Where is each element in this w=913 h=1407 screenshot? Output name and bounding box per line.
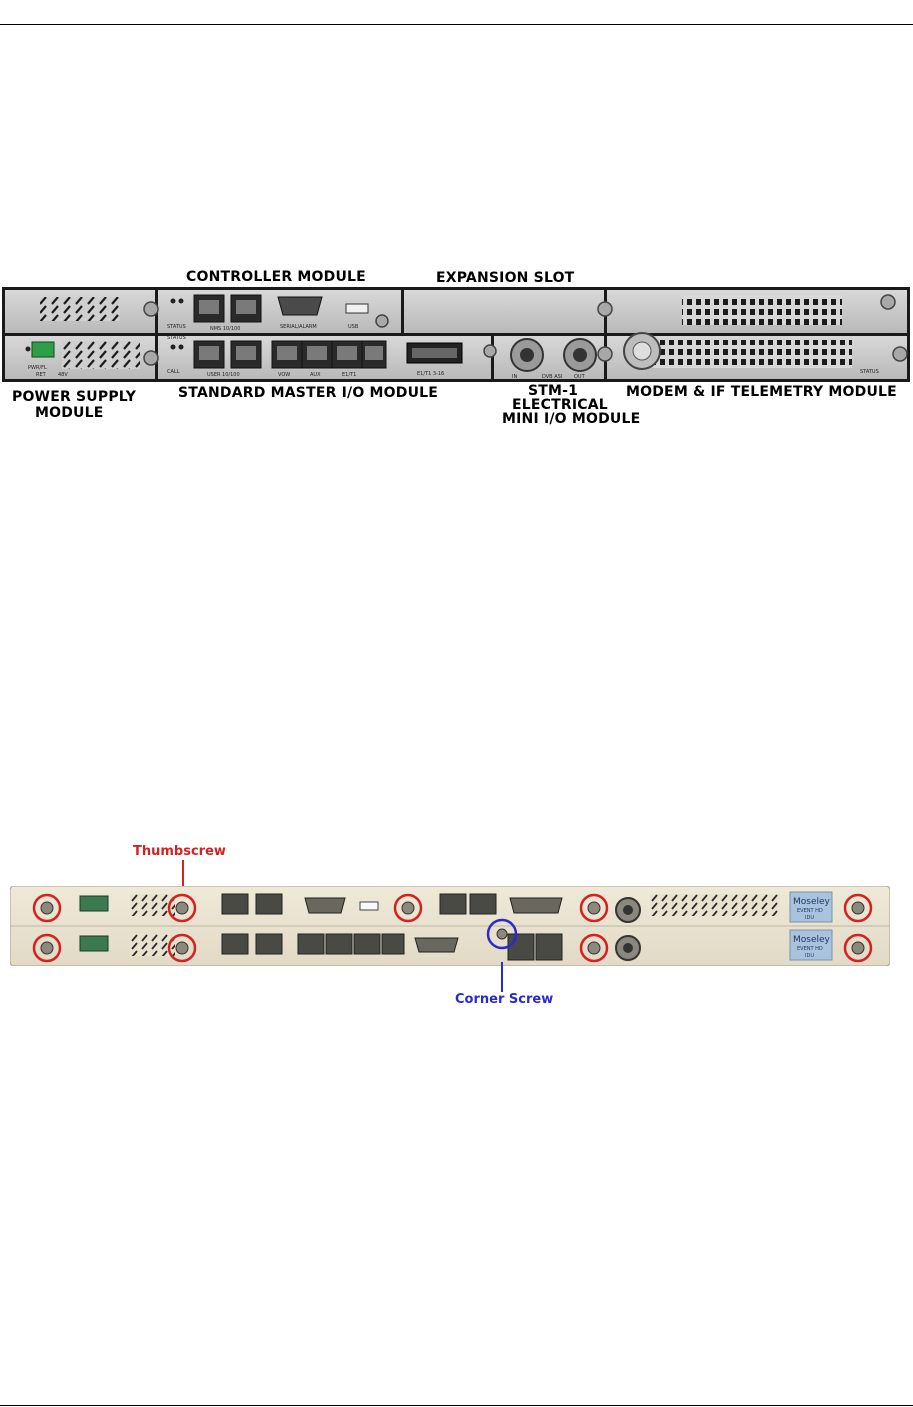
model-label-top-2: IDU	[805, 915, 814, 921]
brand-label-top: Moseley	[793, 897, 831, 907]
callout-corner-screw: Corner Screw	[455, 992, 554, 1007]
panel-text-e1t1: E1/T1	[342, 372, 356, 378]
label-modem-if-telemetry: MODEM & IF TELEMETRY MODULE	[626, 384, 897, 400]
panel-text-e1t1-3-16: E1/T1 3-16	[417, 371, 444, 377]
chassis-front-photo: Moseley EVENT HD IDU Moseley EVENT HD ID…	[10, 886, 890, 966]
panel-text-status-3: STATUS	[860, 369, 879, 375]
panel-text-pwr: PWR/FL	[28, 365, 47, 371]
panel-text-48v: 48V	[58, 372, 68, 378]
callout-corner-screw-line	[501, 962, 503, 992]
chassis-rear-photo: STATUS NMS 10/100 SERIAL/ALARM USB STATU…	[2, 287, 910, 382]
label-controller-module: CONTROLLER MODULE	[186, 269, 366, 285]
label-expansion-slot: EXPANSION SLOT	[436, 270, 575, 286]
callout-thumbscrew: Thumbscrew	[133, 844, 226, 859]
label-stm1-line2: ELECTRICAL	[512, 397, 608, 413]
panel-text-aux: AUX	[310, 372, 321, 378]
panel-text-call: CALL	[167, 369, 180, 375]
model-label-top-1: EVENT HD	[797, 908, 823, 914]
header-rule	[0, 24, 913, 25]
panel-text-dvb: DVB ASI	[542, 374, 562, 380]
panel-text-serial: SERIAL/ALARM	[280, 324, 317, 330]
label-stm1-line3: MINI I/O MODULE	[502, 411, 641, 427]
label-standard-master-io: STANDARD MASTER I/O MODULE	[178, 385, 439, 401]
model-label-bottom-1: EVENT HD	[797, 946, 823, 952]
panel-text-status: STATUS	[167, 324, 186, 330]
panel-text-user: USER 10/100	[207, 372, 240, 378]
panel-text-usb: USB	[348, 324, 359, 330]
brand-label-bottom: Moseley	[793, 935, 831, 945]
footer-rule	[0, 1405, 913, 1406]
panel-text-status-2: STATUS	[167, 335, 186, 341]
panel-text-ret: RET	[36, 372, 47, 378]
panel-text-in: IN	[512, 374, 517, 380]
label-stm1-line1: STM-1	[528, 383, 579, 399]
label-power-supply-line2: MODULE	[35, 405, 104, 421]
panel-text-nms: NMS 10/100	[210, 326, 240, 332]
panel-text-out: OUT	[574, 374, 586, 380]
panel-text-vow: VOW	[278, 372, 290, 378]
model-label-bottom-2: IDU	[805, 953, 814, 959]
label-power-supply-line1: POWER SUPPLY	[12, 389, 137, 405]
